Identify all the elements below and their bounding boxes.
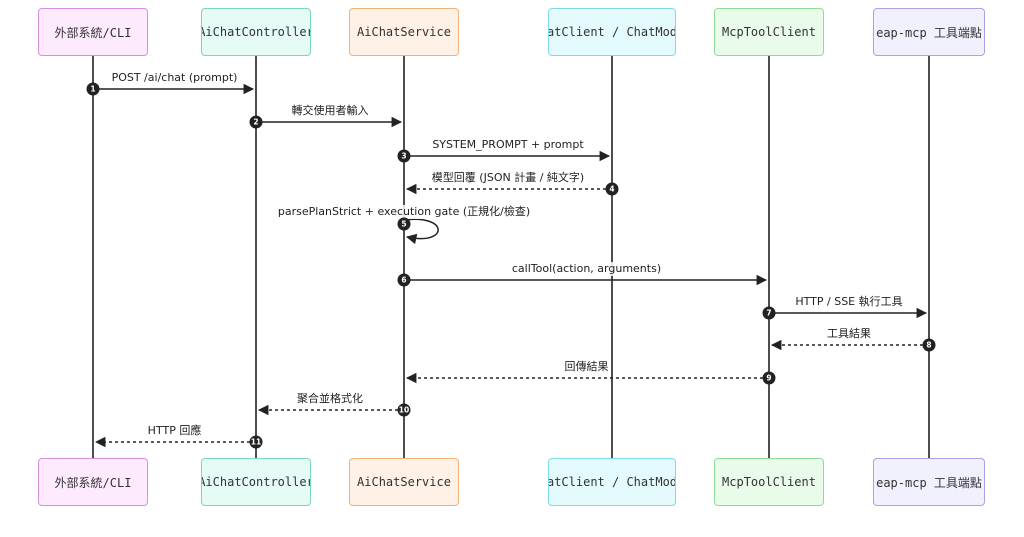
participant-bottom-4: McpToolClient xyxy=(714,458,824,506)
participant-bottom-3: ChatClient / ChatModel xyxy=(548,458,676,506)
participant-bottom-2: AiChatService xyxy=(349,458,459,506)
step-badge-6: 6 xyxy=(397,273,411,287)
step-badge-8: 8 xyxy=(922,338,936,352)
participant-top-0: 外部系統/CLI xyxy=(38,8,148,56)
message-label-5: parsePlanStrict + execution gate (正規化/檢查… xyxy=(275,205,533,219)
step-badge-10: 10 xyxy=(397,403,411,417)
step-badge-1: 1 xyxy=(86,82,100,96)
participant-top-5: eap-mcp 工具端點 xyxy=(873,8,985,56)
step-badge-5: 5 xyxy=(397,217,411,231)
step-badge-4: 4 xyxy=(605,182,619,196)
message-label-6: callTool(action, arguments) xyxy=(509,262,664,276)
message-label-10: 聚合並格式化 xyxy=(295,392,365,406)
participant-top-1: AiChatController xyxy=(201,8,311,56)
step-badge-9: 9 xyxy=(762,371,776,385)
step-badge-3: 3 xyxy=(397,149,411,163)
step-badge-11: 11 xyxy=(249,435,263,449)
participant-bottom-0: 外部系統/CLI xyxy=(38,458,148,506)
participant-top-3: ChatClient / ChatModel xyxy=(548,8,676,56)
participant-top-4: McpToolClient xyxy=(714,8,824,56)
message-label-3: SYSTEM_PROMPT + prompt xyxy=(430,138,586,152)
participant-bottom-5: eap-mcp 工具端點 xyxy=(873,458,985,506)
message-label-7: HTTP / SSE 執行工具 xyxy=(793,295,905,309)
message-label-1: POST /ai/chat (prompt) xyxy=(109,71,240,85)
message-label-4: 模型回覆 (JSON 計畫 / 純文字) xyxy=(429,171,587,185)
participant-top-2: AiChatService xyxy=(349,8,459,56)
step-badge-7: 7 xyxy=(762,306,776,320)
message-label-11: HTTP 回應 xyxy=(145,424,204,438)
message-label-9: 回傳結果 xyxy=(562,360,611,374)
step-badge-2: 2 xyxy=(249,115,263,129)
participant-bottom-1: AiChatController xyxy=(201,458,311,506)
message-arrow-5 xyxy=(403,218,439,245)
message-label-2: 轉交使用者輸入 xyxy=(289,104,371,118)
message-label-8: 工具結果 xyxy=(825,327,873,341)
